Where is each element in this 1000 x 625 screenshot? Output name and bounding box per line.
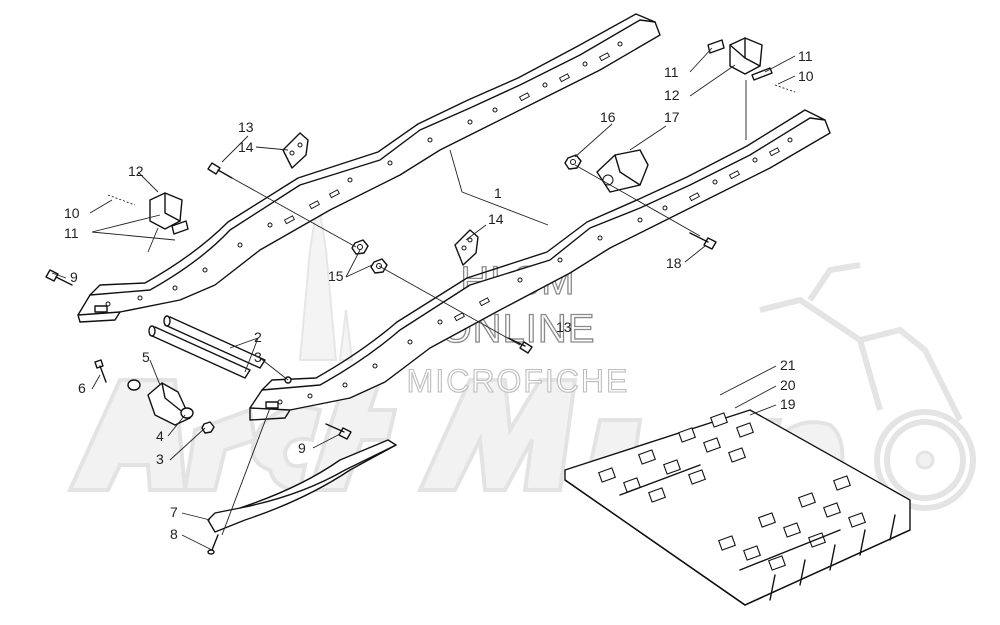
- callout-2: 2: [254, 329, 262, 345]
- bolt-18: [689, 232, 717, 250]
- track-assembly: [564, 409, 911, 606]
- stopper-12-right: [707, 37, 763, 75]
- bracket-14-lower: [454, 229, 479, 266]
- bumper-17: [596, 149, 649, 193]
- callout-11-right-a: 11: [664, 64, 679, 80]
- callout-14-upper: 14: [238, 139, 254, 155]
- callout-labels: 1 2 3 3 4 5 6 7 8 9 9 10 10 11 11 11 12 …: [64, 48, 814, 542]
- callout-10-right: 10: [798, 68, 814, 84]
- callout-21: 21: [780, 357, 796, 373]
- callout-14-lower: 14: [488, 211, 504, 227]
- bolt-13-upper: [207, 162, 233, 179]
- bolt-9-lower: [325, 423, 352, 440]
- callout-1: 1: [494, 185, 502, 201]
- nut-15-a: [351, 239, 369, 255]
- washer-4: [127, 379, 194, 419]
- pin-10-right: [774, 84, 796, 93]
- bracket-14-upper: [282, 132, 309, 169]
- slide-rail-right: [249, 109, 831, 421]
- callout-4: 4: [156, 428, 164, 444]
- callout-9-lower: 9: [298, 440, 306, 456]
- callout-3-upper: 3: [254, 349, 262, 365]
- pin-10-left: [107, 194, 136, 206]
- callout-20: 20: [780, 377, 796, 393]
- callout-15: 15: [328, 268, 344, 284]
- callout-13-upper: 13: [238, 119, 254, 135]
- callout-9-upper: 9: [70, 269, 78, 285]
- bolt-6: [94, 359, 107, 383]
- callout-6: 6: [78, 380, 86, 396]
- callout-3-lower: 3: [156, 451, 164, 467]
- spacer-16: [564, 154, 582, 170]
- callout-11-right-b: 11: [798, 48, 813, 64]
- callout-19: 19: [780, 396, 796, 412]
- callout-11-left: 11: [64, 225, 79, 241]
- leader-lines: [51, 47, 796, 551]
- callout-12-left: 12: [128, 163, 144, 179]
- callout-8: 8: [170, 526, 178, 542]
- callout-13-lower: 13: [556, 319, 572, 335]
- callout-17: 17: [664, 109, 680, 125]
- bolt-9-upper: [45, 269, 73, 286]
- stopper-12-left: [149, 192, 189, 235]
- callout-10-left: 10: [64, 205, 80, 221]
- bolt-13-lower: [507, 337, 533, 354]
- screw-8: [207, 534, 219, 555]
- callout-18: 18: [666, 255, 682, 271]
- slide-rail-left: [77, 13, 661, 323]
- cross-shaft: [148, 315, 266, 379]
- watermark-microfiche: MICROFICHE: [407, 363, 630, 399]
- callout-12-right: 12: [664, 87, 680, 103]
- callout-16: 16: [600, 109, 616, 125]
- hyfax-wear-strip-7: [207, 439, 397, 533]
- callout-5: 5: [142, 349, 150, 365]
- callout-7: 7: [170, 504, 178, 520]
